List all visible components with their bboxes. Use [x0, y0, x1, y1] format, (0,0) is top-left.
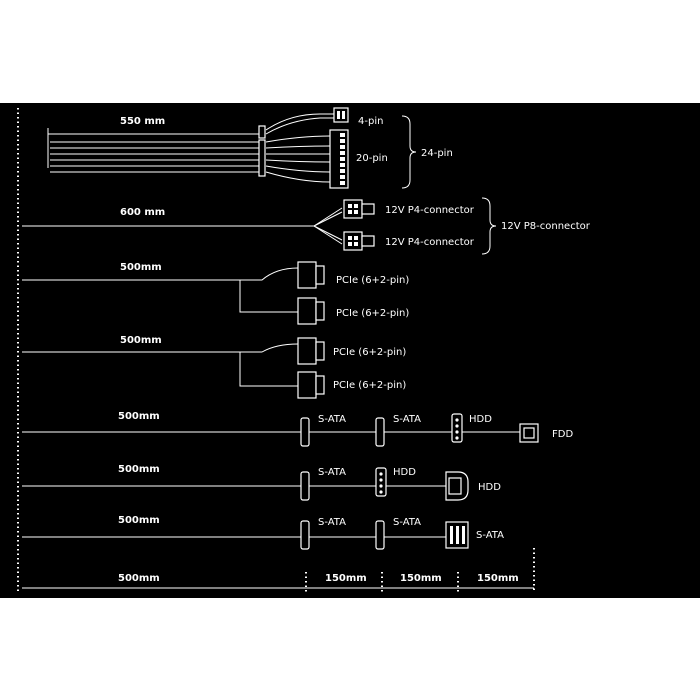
scale-seg3: 150mm	[400, 573, 442, 584]
p4-connector-a	[343, 199, 363, 219]
cpu-p4b-label: 12V P4-connector	[385, 237, 475, 248]
per2-c-label: HDD	[478, 482, 501, 493]
scale-seg4: 150mm	[477, 573, 519, 584]
pcie1-connector-b	[297, 297, 317, 325]
per2-hdd-a	[375, 467, 387, 497]
scale-seg2: 150mm	[325, 573, 367, 584]
pcie1-b-label: PCIe (6+2-pin)	[336, 308, 409, 319]
20pin-connector	[329, 129, 349, 189]
scale-seg1: 500mm	[118, 573, 160, 584]
pcie2-a-label: PCIe (6+2-pin)	[333, 347, 406, 358]
per3-b-label: S-ATA	[393, 517, 421, 528]
per3-sata-a	[300, 520, 310, 550]
pcie2-b-label: PCIe (6+2-pin)	[333, 380, 406, 391]
atx-24pin-label: 24-pin	[421, 148, 453, 159]
pcie-cable-2: 500mm PCIe (6+2-pin) PCIe (6+2-pin)	[22, 335, 406, 399]
length-scale: 500mm 150mm 150mm 150mm	[22, 548, 535, 592]
pcie1-a-label: PCIe (6+2-pin)	[336, 275, 409, 286]
per3-a-label: S-ATA	[318, 517, 346, 528]
per1-sata-b	[375, 417, 385, 447]
cpu-p8-label: 12V P8-connector	[501, 221, 591, 232]
atx-24pin-cable: 550 mm 4-pin 20-pin 24-pin	[47, 107, 453, 189]
peripheral-cable-1: 500mm S-ATA S-ATA HDD FDD	[22, 411, 573, 447]
pcie1-connector-a	[297, 261, 317, 289]
atx-4pin-label: 4-pin	[358, 116, 383, 127]
pcie-cable-1: 500mm PCIe (6+2-pin) PCIe (6+2-pin)	[22, 261, 409, 325]
diagram-background	[0, 103, 700, 598]
pcie2-connector-a	[297, 337, 317, 365]
per1-length: 500mm	[118, 411, 160, 422]
per1-b-label: S-ATA	[393, 414, 421, 425]
peripheral-cable-2: 500mm S-ATA HDD HDD	[22, 464, 501, 501]
per2-b-label: HDD	[393, 467, 416, 478]
per2-sata	[300, 471, 310, 501]
per3-length: 500mm	[118, 515, 160, 526]
per2-a-label: S-ATA	[318, 467, 346, 478]
p4-connector-b	[343, 231, 363, 251]
pcie2-length: 500mm	[120, 335, 162, 346]
atx-20pin-label: 20-pin	[356, 153, 388, 164]
peripheral-cable-3: 500mm S-ATA S-ATA S-ATA	[22, 515, 504, 550]
atx-length: 550 mm	[120, 116, 165, 127]
cpu-p8-cable: 600 mm 12V P4-connector 12V P4-connector…	[22, 197, 591, 255]
per1-c-label: HDD	[469, 414, 492, 425]
per1-a-label: S-ATA	[318, 414, 346, 425]
per1-hdd	[451, 413, 463, 443]
4pin-connector	[333, 107, 349, 123]
per1-sata-a	[300, 417, 310, 447]
cpu-length: 600 mm	[120, 207, 165, 218]
pcie2-connector-b	[297, 371, 317, 399]
cpu-p4a-label: 12V P4-connector	[385, 205, 475, 216]
per1-d-label: FDD	[552, 429, 573, 440]
per3-c-label: S-ATA	[476, 530, 504, 541]
per2-length: 500mm	[118, 464, 160, 475]
pcie1-length: 500mm	[120, 262, 162, 273]
per3-sata-b	[375, 520, 385, 550]
